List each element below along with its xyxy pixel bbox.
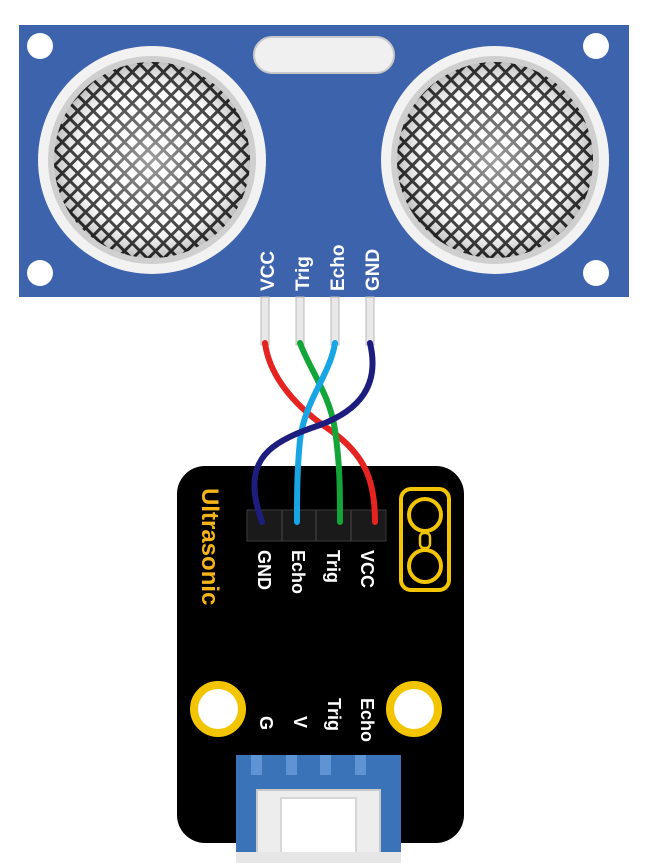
- wire-trig: [297, 340, 343, 525]
- module-mini-transducer: [399, 487, 451, 592]
- sensor-board: VCC Trig Echo GND: [19, 25, 629, 297]
- module-mount-hole-left: [190, 681, 246, 737]
- mount-hole-top-right: [583, 33, 609, 59]
- connector-pin-label-v: V: [290, 716, 310, 728]
- crystal-oscillator: [253, 36, 395, 74]
- transducer-right: [381, 46, 609, 274]
- wire-vcc: [262, 340, 378, 525]
- module-board: Ultrasonic GND Echo Trig VCC G V Trig Ec…: [177, 466, 464, 863]
- sensor-pin-label-echo: Echo: [328, 245, 349, 291]
- module-mount-hole-right: [386, 681, 442, 737]
- mount-hole-bottom-left: [27, 260, 53, 286]
- wire-gnd: [251, 340, 376, 525]
- module-pin-label-gnd: GND: [254, 550, 274, 590]
- grove-connector: [236, 755, 401, 863]
- mount-hole-top-left: [27, 33, 53, 59]
- connector-pin-label-trig: Trig: [324, 698, 344, 731]
- module-pcb: [177, 466, 464, 843]
- sensor-pin-label-trig: Trig: [293, 256, 314, 291]
- module-pin-label-trig: Trig: [323, 550, 343, 583]
- transducer-left: [38, 46, 266, 274]
- wire-echo: [294, 340, 338, 525]
- sensor-pin-label-gnd: GND: [363, 249, 384, 291]
- sensor-pin-label-vcc: VCC: [258, 251, 279, 291]
- mount-hole-bottom-right: [583, 260, 609, 286]
- module-name: Ultrasonic: [196, 488, 223, 605]
- module-pin-label-echo: Echo: [288, 550, 308, 594]
- connector-pin-label-echo: Echo: [357, 698, 377, 742]
- connector-pin-label-g: G: [256, 716, 276, 730]
- wires: [251, 340, 378, 525]
- module-pin-label-vcc: VCC: [357, 550, 377, 588]
- sensor-header-pins: [260, 296, 375, 346]
